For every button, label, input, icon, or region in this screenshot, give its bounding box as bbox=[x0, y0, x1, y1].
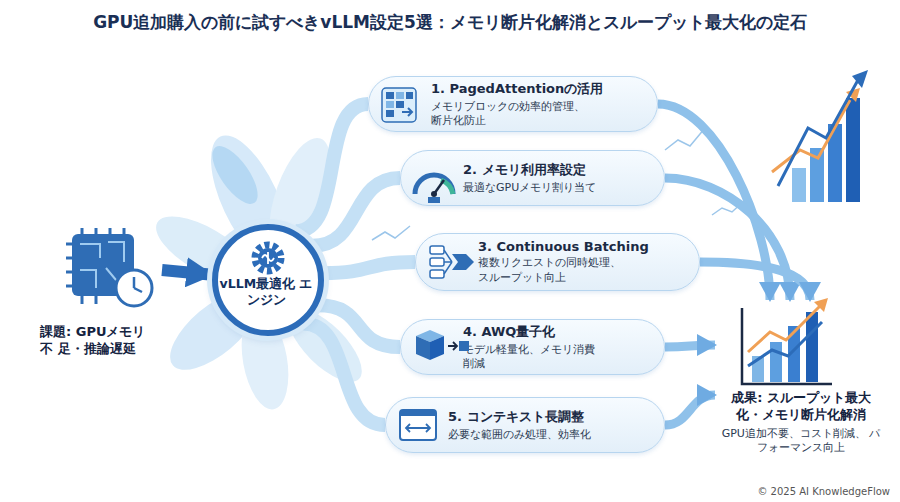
result-node: 成果: スループット最大 化・メモリ断片化解消 GPU追加不要、コスト削減、 パフ… bbox=[715, 300, 887, 465]
process-box: 4. AWQ量子化モデル軽量化、メモリ消費 削減 bbox=[400, 319, 665, 375]
node-body: 必要な範囲のみ処理、効率化 bbox=[448, 428, 591, 442]
flow-band bbox=[312, 178, 400, 246]
node-body: GPU追加不要、コスト削減、 パフォーマンス向上 bbox=[721, 427, 881, 456]
text-group: vLLM最適化 エンジン bbox=[218, 230, 318, 309]
title-text: GPU追加購入の前に試すべきvLLM設定5選：メモリ断片化解消とスループット最大… bbox=[0, 11, 900, 34]
flow-arrow bbox=[665, 345, 715, 347]
text-group: 1. PagedAttentionの活用メモリブロックの効率的管理、 断片化防止 bbox=[431, 80, 603, 129]
input-arrow bbox=[162, 270, 212, 275]
node-heading: 3. Continuous Batching bbox=[478, 239, 649, 254]
text-group: 3. Continuous Batching 複数リクエストの同時処理、 スループ… bbox=[478, 239, 649, 285]
node-heading: vLLM最適化 エンジン bbox=[218, 276, 314, 309]
process-box: 5. コンテキスト長調整必要な範囲のみ処理、効率化 bbox=[385, 397, 665, 453]
result-chart-icon bbox=[742, 298, 832, 384]
engine-circle: vLLM最適化 エンジン bbox=[212, 224, 324, 336]
node-heading: 成果: スループット最大 化・メモリ断片化解消 bbox=[725, 390, 877, 424]
node-heading: 5. コンテキスト長調整 bbox=[448, 408, 591, 426]
node-heading: 4. AWQ量子化 bbox=[463, 323, 603, 341]
text-group: 5. コンテキスト長調整必要な範囲のみ処理、効率化 bbox=[448, 408, 591, 442]
growth-chart-decor bbox=[772, 70, 868, 202]
node-body: 最適なGPUメモリ割り当て bbox=[463, 181, 596, 195]
flow-arrow bbox=[665, 395, 715, 425]
node-body: モデル軽量化、メモリ消費 削減 bbox=[463, 343, 603, 372]
node-heading: 2. メモリ利用率設定 bbox=[463, 161, 596, 179]
process-box: 2. メモリ利用率設定最適なGPUメモリ割り当て bbox=[400, 150, 665, 206]
process-box: 3. Continuous Batching 複数リクエストの同時処理、 スループ… bbox=[415, 233, 700, 291]
issue-node: 課題: GPUメモリ不 足・推論遅延 bbox=[40, 226, 162, 358]
flow-arrow bbox=[700, 262, 810, 300]
node-body: メモリブロックの効率的管理、 断片化防止 bbox=[431, 100, 591, 129]
process-box: 1. PagedAttentionの活用メモリブロックの効率的管理、 断片化防止 bbox=[368, 76, 658, 132]
text-group: 課題: GPUメモリ不 足・推論遅延 bbox=[40, 323, 162, 358]
text-group: 4. AWQ量子化モデル軽量化、メモリ消費 削減 bbox=[463, 323, 603, 372]
flow-band bbox=[303, 324, 385, 425]
node-body: 複数リクエストの同時処理、 スループット向上 bbox=[478, 256, 628, 285]
node-heading: 課題: GPUメモリ不 足・推論遅延 bbox=[40, 323, 158, 358]
text-group: 成果: スループット最大 化・メモリ断片化解消 GPU追加不要、コスト削減、 パフ… bbox=[715, 300, 887, 455]
chip-clock-icon bbox=[66, 228, 152, 306]
flow-band bbox=[324, 262, 415, 273]
copyright-note: © 2025 AI KnowledgeFlow bbox=[757, 486, 890, 497]
text-group: 2. メモリ利用率設定最適なGPUメモリ割り当て bbox=[463, 161, 596, 195]
node-heading: 1. PagedAttentionの活用 bbox=[431, 80, 603, 98]
